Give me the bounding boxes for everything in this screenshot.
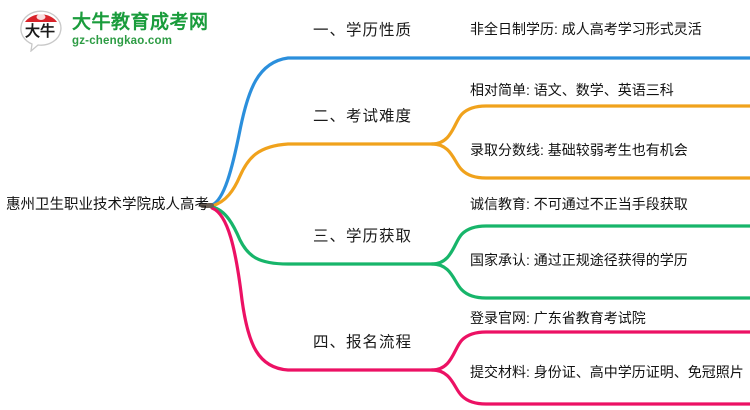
leaf-label-2-1[interactable]: 相对简单: 语文、数学、英语三科 [470,82,674,98]
leaf-label-4-2[interactable]: 提交材料: 身份证、高中学历证明、免冠照片 [470,364,744,380]
logo-title: 大牛教育成考网 [72,11,209,33]
connector-branch-2-leaf-2 [430,142,750,180]
root-node-label[interactable]: 惠州卫生职业技术学院成人高考 [6,197,209,213]
leaf-label-1-1[interactable]: 非全日制学历: 成人高考学习形式灵活 [470,21,702,37]
site-logo: 大牛 大牛教育成考网 gz-chengkao.com [18,8,209,53]
connector-branch-3 [210,205,434,266]
branch-label-3[interactable]: 三、学历获取 [313,228,413,245]
branch-label-1[interactable]: 一、学历性质 [313,22,413,39]
svg-text:大牛: 大牛 [25,22,55,40]
logo-mark-icon: 大牛 [18,8,64,53]
logo-subtitle: gz-chengkao.com [72,34,173,47]
leaf-label-2-2[interactable]: 录取分数线: 基础较弱考生也有机会 [470,142,688,158]
root-connector-tip [200,203,214,208]
connector-branch-1 [210,56,750,207]
logo-text: 大牛教育成考网 gz-chengkao.com [72,13,209,48]
connector-branch-4-leaf-1 [430,330,750,372]
connector-branch-2 [210,142,434,208]
leaf-label-4-1[interactable]: 登录官网: 广东省教育考试院 [470,310,646,326]
branch-label-2[interactable]: 二、考试难度 [313,108,413,125]
connector-branch-3-leaf-2 [430,262,750,300]
leaf-label-3-1[interactable]: 诚信教育: 不可通过不正当手段获取 [470,196,688,212]
leaf-label-3-2[interactable]: 国家承认: 通过正规途径获得的学历 [470,252,688,268]
connector-branch-4-leaf-2 [430,368,750,406]
connector-branch-4 [210,206,434,372]
connector-branch-3-leaf-1 [430,224,750,266]
branch-label-4[interactable]: 四、报名流程 [313,334,413,351]
connector-branch-2-leaf-1 [430,104,750,146]
